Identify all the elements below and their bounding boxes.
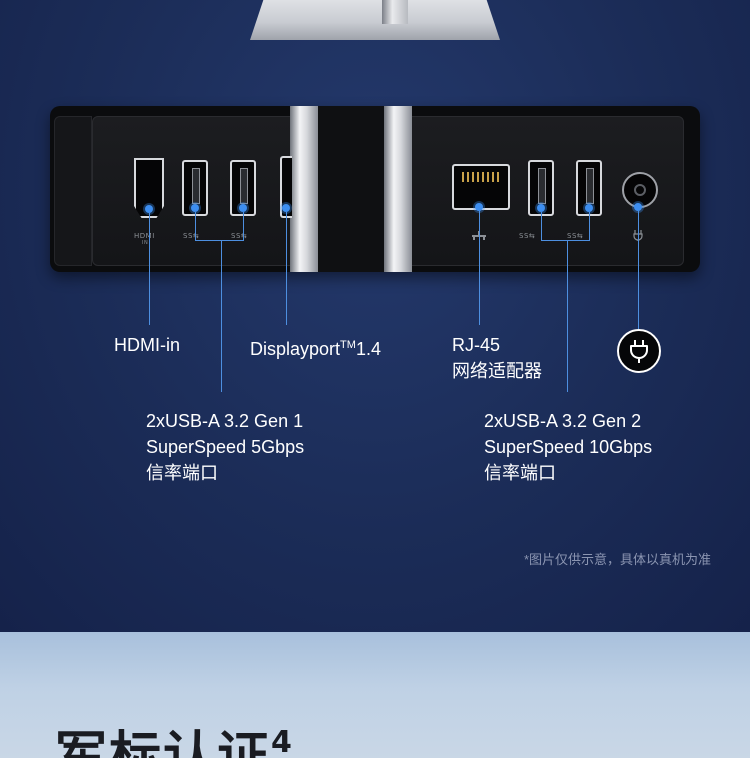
usb-legend-3: SS⇆ bbox=[519, 232, 536, 240]
usb-gen2-dot-1 bbox=[537, 204, 545, 212]
monitor-stand-base bbox=[250, 0, 500, 40]
monitor-stand-neck bbox=[382, 0, 408, 24]
stand-gap bbox=[318, 106, 384, 272]
usb-gen2-dot-2 bbox=[585, 204, 593, 212]
usb-gen2-line-a bbox=[541, 212, 542, 240]
hdmi-legend: HDMI bbox=[134, 232, 155, 240]
usb-gen1-dot-2 bbox=[239, 204, 247, 212]
usb-gen2-line bbox=[567, 240, 568, 392]
displayport-label: DisplayportTM1.4 bbox=[250, 339, 381, 359]
usb-legend-2: SS⇆ bbox=[231, 232, 248, 240]
usb-gen2-line-join bbox=[541, 240, 590, 241]
usb-gen1-line-join bbox=[195, 240, 244, 241]
rj45-line bbox=[479, 211, 480, 325]
displayport-trademark: TM bbox=[340, 339, 356, 351]
usb-gen1-dot-1 bbox=[191, 204, 199, 212]
usb-legend-1: SS⇆ bbox=[183, 232, 200, 240]
power-dot bbox=[634, 203, 642, 211]
power-legend-icon bbox=[633, 230, 643, 241]
panel-cap bbox=[54, 116, 92, 266]
section-title: 军标认证4 bbox=[55, 725, 294, 758]
ports-showcase bbox=[0, 0, 750, 632]
usb-gen2-label: 2xUSB-A 3.2 Gen 2 SuperSpeed 10Gbps 信率端口 bbox=[484, 411, 653, 483]
stand-pole-left bbox=[290, 106, 318, 272]
usb-gen1-line-a bbox=[195, 212, 196, 240]
stand-pole-right bbox=[384, 106, 412, 272]
displayport-line bbox=[286, 212, 287, 325]
usb-gen1-line bbox=[221, 240, 222, 392]
hdmi-dot bbox=[145, 205, 153, 213]
disclaimer-note: *图片仅供示意，具体以真机为准 bbox=[523, 552, 711, 567]
section-title-superscript: 4 bbox=[271, 725, 294, 758]
usb-gen2-line-b bbox=[589, 212, 590, 240]
usb-gen1-label: 2xUSB-A 3.2 Gen 1 SuperSpeed 5Gbps 信率端口 bbox=[146, 411, 305, 483]
usb-gen1-line-b bbox=[243, 212, 244, 240]
usb-port-gen2-1 bbox=[528, 160, 554, 216]
hdmi-legend-in: IN bbox=[142, 240, 149, 246]
rj45-dot bbox=[475, 203, 483, 211]
power-plug-icon bbox=[617, 329, 661, 373]
certification-section: 军标认证4 bbox=[0, 632, 750, 758]
hdmi-label: HDMI-in bbox=[114, 335, 180, 355]
power-line bbox=[638, 211, 639, 329]
displayport-dot bbox=[282, 204, 290, 212]
usb-legend-4: SS⇆ bbox=[567, 232, 584, 240]
rj45-label: RJ-45 网络适配器 bbox=[452, 335, 542, 381]
hdmi-line bbox=[149, 213, 150, 325]
